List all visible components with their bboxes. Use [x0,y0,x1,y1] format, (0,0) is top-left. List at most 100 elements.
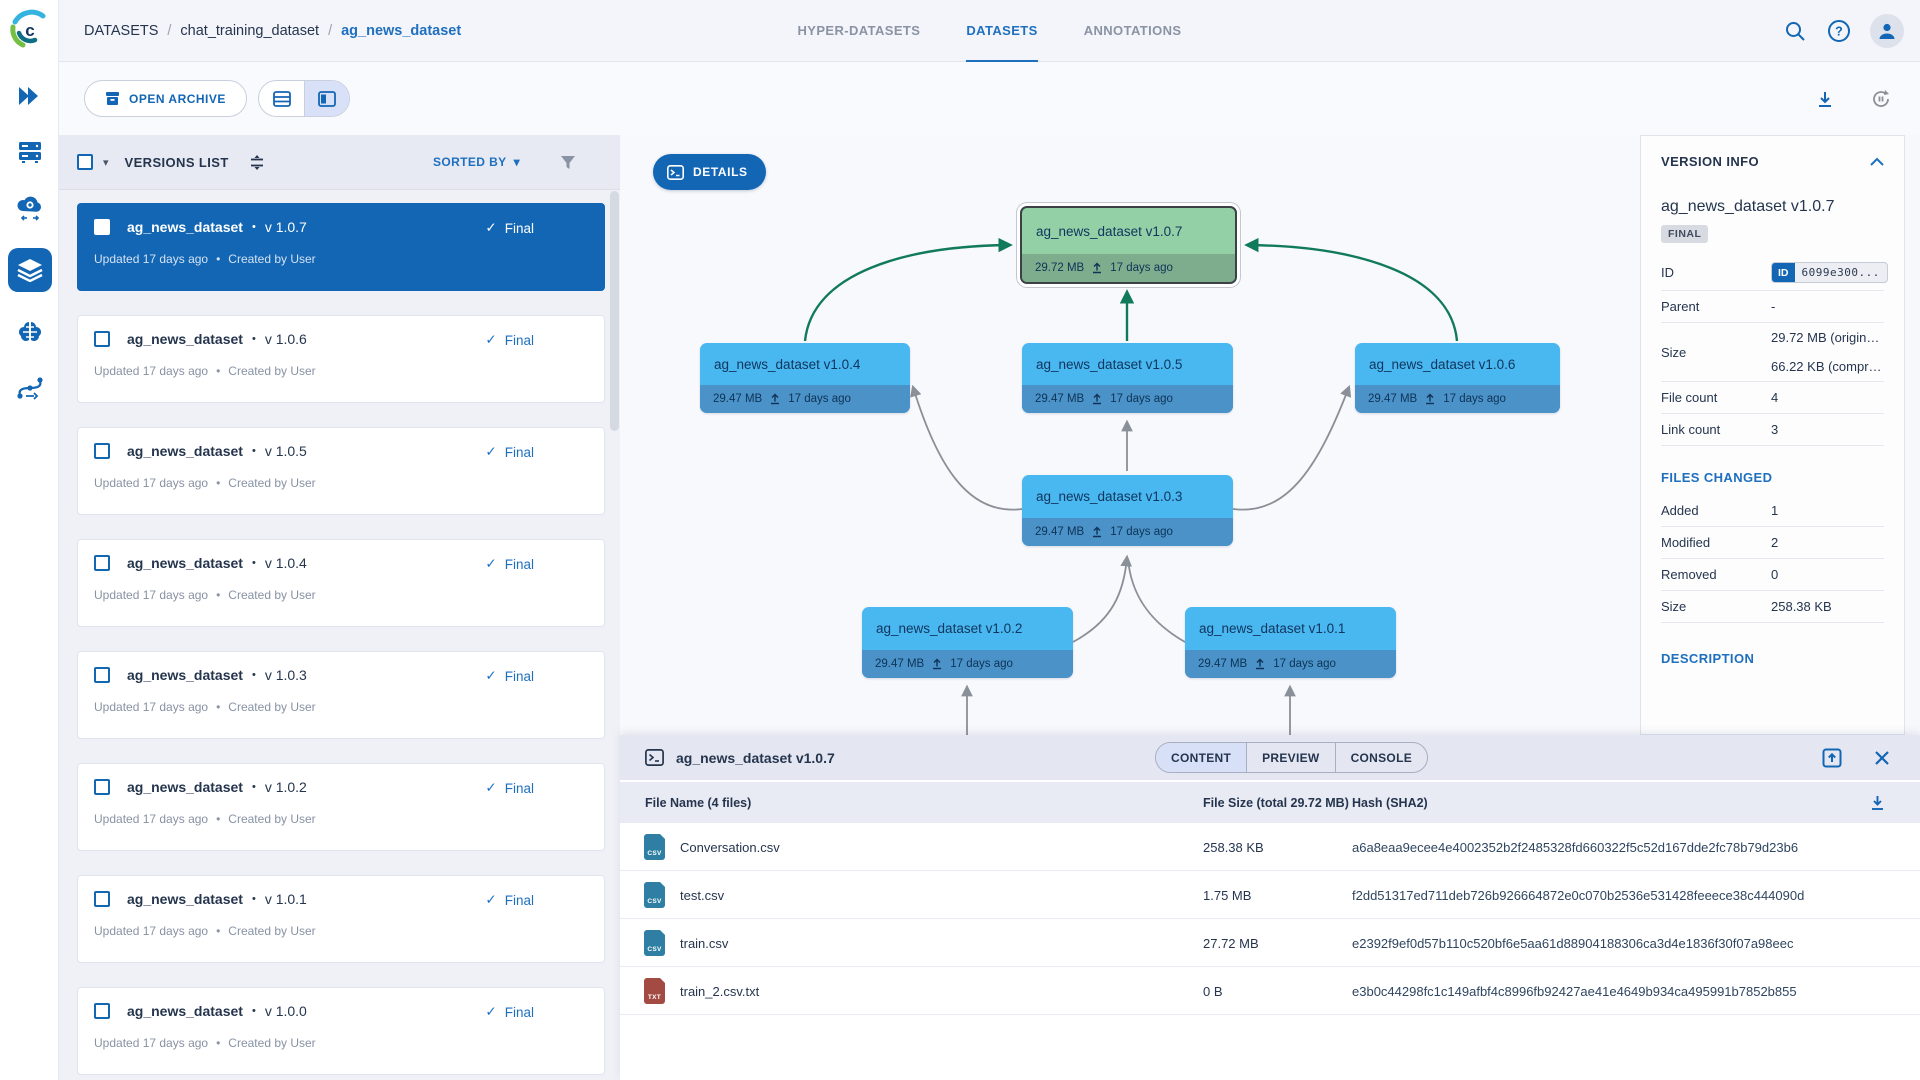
version-number: v 1.0.6 [264,331,307,347]
version-list-item[interactable]: ag_news_dataset • v 1.0.3 ✓Final Updated… [77,651,605,739]
close-panel-icon[interactable] [1874,750,1890,766]
column-hash[interactable]: Hash (SHA2) [1352,795,1428,810]
upload-icon [1093,393,1102,405]
table-view-icon [272,90,291,107]
split-view-button[interactable] [304,81,349,116]
sidebar-item-workers-queues[interactable] [8,136,52,168]
file-panel-tab[interactable]: CONSOLE [1334,743,1427,772]
graph-node[interactable]: ag_news_dataset v1.0.2 29.47 MB 17 days … [862,607,1073,678]
graph-node[interactable]: ag_news_dataset v1.0.1 29.47 MB 17 days … [1185,607,1396,678]
file-name: Conversation.csv [680,839,780,855]
chevron-down-icon: ▾ [513,155,520,169]
version-number: v 1.0.3 [264,667,307,683]
file-row[interactable]: CSV test.csv 1.75 MB f2dd51317ed711deb72… [620,871,1920,919]
header-tab[interactable]: ANNOTATIONS [1083,22,1182,38]
download-files-icon[interactable] [1869,782,1886,823]
id-chip[interactable]: ID 6099e300... [1771,262,1888,283]
sidebar-item-models[interactable] [8,316,52,348]
file-panel-title: ag_news_dataset v1.0.7 [676,749,835,766]
user-avatar[interactable] [1870,14,1904,48]
description-title: DESCRIPTION [1661,651,1755,666]
version-list-item[interactable]: ag_news_dataset • v 1.0.0 ✓Final Updated… [77,987,605,1075]
filter-icon[interactable] [560,155,576,170]
file-row[interactable]: CSV Conversation.csv 258.38 KB a6a8eaa9e… [620,823,1920,871]
graph-node[interactable]: ag_news_dataset v1.0.6 29.47 MB 17 days … [1355,343,1560,413]
select-all-checkbox[interactable] [77,154,93,170]
check-icon: ✓ [485,444,497,459]
file-hash: e3b0c44298fc1c149afbf4c8996fb92427ae41e4… [1352,983,1797,999]
check-icon: ✓ [485,892,497,907]
file-panel-tab[interactable]: PREVIEW [1246,743,1334,772]
sidebar-item-datasets[interactable] [7,248,52,292]
file-name: test.csv [680,887,725,903]
version-list-item[interactable]: ag_news_dataset • v 1.0.2 ✓Final Updated… [77,763,605,851]
sidebar-item-data-processing[interactable] [8,192,52,224]
auto-refresh-icon[interactable] [1868,86,1894,112]
version-checkbox[interactable] [94,443,110,459]
download-icon[interactable] [1812,86,1838,112]
breadcrumb-separator: / [167,23,172,39]
expand-panel-icon[interactable] [1822,748,1842,768]
graph-node-title: ag_news_dataset v1.0.1 [1199,621,1346,636]
version-checkbox[interactable] [94,219,110,235]
check-icon: ✓ [485,332,497,347]
breadcrumb-item-project[interactable]: chat_training_dataset [180,23,320,39]
version-checkbox[interactable] [94,1003,110,1019]
clearml-logo[interactable]: c [7,7,52,52]
header-tab[interactable]: HYPER-DATASETS [797,22,921,38]
upload-icon [1093,526,1102,538]
version-name: ag_news_dataset [127,1003,243,1019]
collapse-panel-icon[interactable] [1870,157,1884,166]
version-list-item[interactable]: ag_news_dataset • v 1.0.4 ✓Final Updated… [77,539,605,627]
column-file-size[interactable]: File Size (total 29.72 MB) [1203,795,1349,810]
breadcrumb-item-datasets[interactable]: DATASETS [84,23,159,39]
graph-node[interactable]: ag_news_dataset v1.0.5 29.47 MB 17 days … [1022,343,1233,413]
versions-list-scrollbar[interactable] [610,191,619,431]
terminal-icon [667,164,684,180]
open-archive-button[interactable]: OPEN ARCHIVE [84,80,247,117]
file-panel-tab[interactable]: CONTENT [1156,743,1247,772]
file-size: 27.72 MB [1203,935,1259,951]
graph-node[interactable]: ag_news_dataset v1.0.4 29.47 MB 17 days … [700,343,910,413]
info-row: Parent - [1661,291,1884,323]
sorted-by-button[interactable]: SORTED BY▾ [432,155,520,169]
version-meta: Updated 17 days ago•Created by User [94,812,316,826]
version-list-item[interactable]: ag_news_dataset • v 1.0.7 ✓Final Updated… [77,203,605,291]
version-list-item[interactable]: ag_news_dataset • v 1.0.1 ✓Final Updated… [77,875,605,963]
column-file-name[interactable]: File Name (4 files) [645,795,752,810]
header-tab[interactable]: DATASETS [966,0,1038,62]
version-number: v 1.0.5 [264,443,307,459]
graph-node-meta: 29.72 MB 17 days ago [1022,254,1235,282]
sort-icon[interactable] [249,154,265,170]
version-name: ag_news_dataset [127,667,243,683]
version-meta: Updated 17 days ago•Created by User [94,1036,316,1050]
file-row[interactable]: TXT train_2.csv.txt 0 B e3b0c44298fc1c14… [620,967,1920,1015]
file-size: 1.75 MB [1203,887,1252,903]
layers-icon [16,259,43,282]
info-row: Size 29.72 MB (origin… 66.22 KB (compr… [1661,323,1884,382]
version-checkbox[interactable] [94,667,110,683]
file-row[interactable]: CSV train.csv 27.72 MB e2392f9ef0d57b110… [620,919,1920,967]
version-list-item[interactable]: ag_news_dataset • v 1.0.5 ✓Final Updated… [77,427,605,515]
file-table-rows: CSV Conversation.csv 258.38 KB a6a8eaa9e… [620,823,1920,1015]
files-changed-rows: Added 1 Modified 2 Removed 0 Size 258.38… [1661,495,1884,623]
search-icon[interactable] [1782,18,1808,44]
select-all-caret[interactable]: ▾ [103,156,109,169]
version-meta: Updated 17 days ago•Created by User [94,700,316,714]
details-button[interactable]: DETAILS [653,154,766,190]
top-header: DATASETS / chat_training_dataset / ag_ne… [59,0,1920,62]
version-list-item[interactable]: ag_news_dataset • v 1.0.6 ✓Final Updated… [77,315,605,403]
sidebar-item-getting-started[interactable] [8,80,52,112]
sidebar-item-pipelines[interactable] [8,372,52,404]
version-checkbox[interactable] [94,555,110,571]
archive-icon [106,92,119,105]
svg-text:c: c [25,21,34,40]
version-checkbox[interactable] [94,891,110,907]
graph-node[interactable]: ag_news_dataset v1.0.7 29.72 MB 17 days … [1020,206,1237,284]
help-icon[interactable]: ? [1826,18,1852,44]
breadcrumb-item-current: ag_news_dataset [341,23,462,39]
table-view-button[interactable] [259,81,304,116]
version-checkbox[interactable] [94,331,110,347]
version-checkbox[interactable] [94,779,110,795]
graph-node[interactable]: ag_news_dataset v1.0.3 29.47 MB 17 days … [1022,475,1233,546]
